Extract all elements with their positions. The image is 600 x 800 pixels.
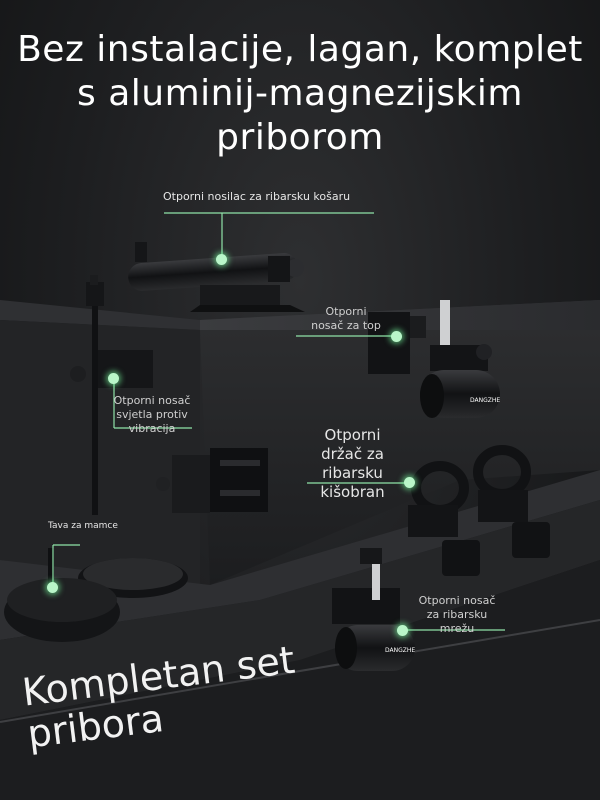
umbrella-holder-label-line-1: Otporni — [324, 426, 381, 444]
brand-mark-rod-holder: DANGZHE — [470, 397, 500, 404]
headline-line-2: s aluminij-magnezijskim — [77, 73, 523, 114]
light-holder-product — [70, 275, 153, 515]
net-holder-label-line-1: Otporni nosač — [418, 594, 496, 607]
umbrella-holder-product — [408, 445, 550, 576]
rod-holder-dot — [391, 331, 402, 342]
callout-lines — [52, 212, 505, 631]
umbrella-holder-dot — [404, 477, 415, 488]
bait-tray-label: Tava za mamce — [48, 521, 118, 531]
light-holder-label-line-1: Otporni nosač — [113, 394, 191, 407]
light-holder-label-line-2: svjetla protiv — [116, 408, 188, 421]
step-surface — [0, 470, 600, 640]
rod-holder-label-line-2: nosač za top — [311, 319, 381, 332]
light-holder-label: Otporni nosač svjetla protiv vibracija — [102, 394, 202, 436]
umbrella-holder-label-line-4: kišobran — [320, 483, 385, 501]
headline-line-3: priborom — [216, 117, 384, 158]
clamp-bracket-product — [156, 448, 268, 513]
box-front — [200, 330, 600, 585]
net-holder-label-line-2: za ribarsku — [426, 608, 488, 621]
umbrella-holder-label: Otporni držač za ribarsku kišobran — [305, 426, 400, 502]
brand-mark-net-holder: DANGZHE — [385, 647, 415, 654]
rod-holder-label-line-1: Otporni — [325, 305, 367, 318]
basket-holder-product — [128, 242, 305, 312]
headline-line-1: Bez instalacije, lagan, komplet — [17, 29, 583, 70]
umbrella-holder-label-line-2: držač za — [321, 445, 384, 463]
light-holder-label-line-3: vibracija — [128, 422, 176, 435]
basket-holder-label: Otporni nosilac za ribarsku košaru — [163, 190, 351, 203]
net-holder-product — [332, 548, 415, 671]
bait-tray-dot — [47, 582, 58, 593]
light-holder-dot — [108, 373, 119, 384]
floor-edge — [0, 619, 600, 723]
rod-holder-product — [368, 300, 500, 418]
net-holder-label-line-3: mrežu — [439, 622, 475, 635]
net-holder-label: Otporni nosač za ribarsku mrežu — [402, 594, 512, 636]
floor — [0, 560, 600, 800]
headline: Bez instalacije, lagan, komplet s alumin… — [0, 28, 600, 160]
net-holder-dot — [397, 625, 408, 636]
basket-holder-dot — [216, 254, 227, 265]
rod-holder-label: Otporni nosač za top — [296, 305, 396, 333]
umbrella-holder-label-line-3: ribarsku — [322, 464, 383, 482]
bait-tray-product — [4, 548, 188, 642]
